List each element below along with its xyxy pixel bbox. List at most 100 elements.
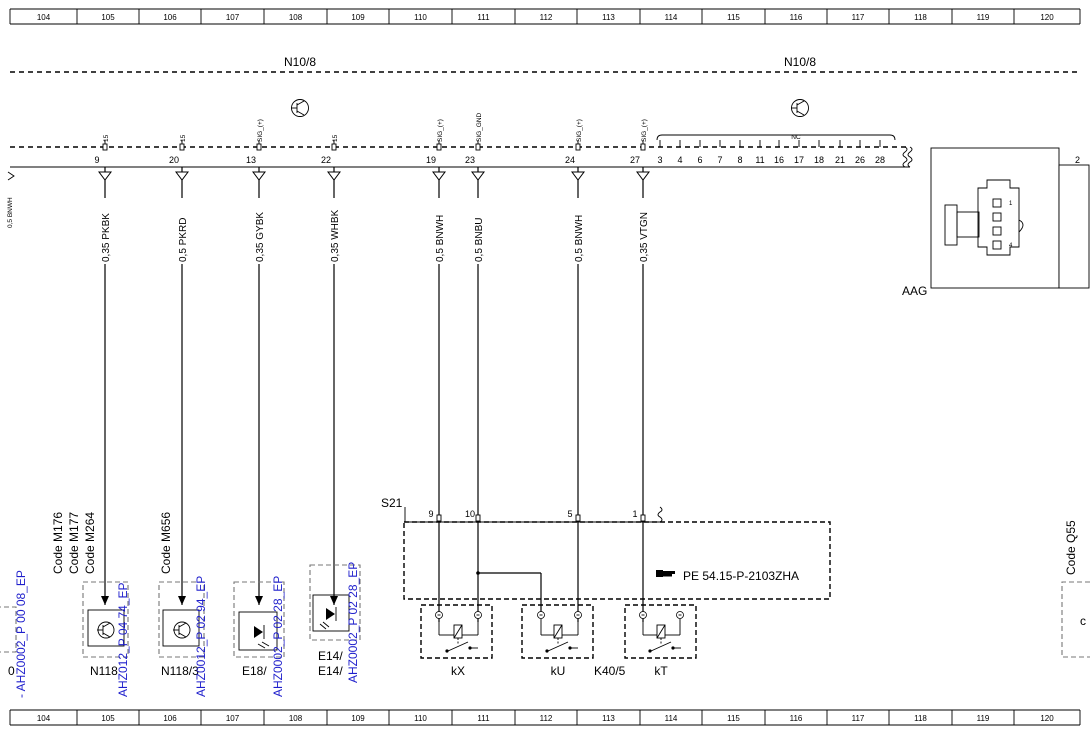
component-ref-link[interactable]: AHZ0002_P 02 28_EP: [346, 562, 360, 683]
ruler-number: 120: [1040, 13, 1054, 22]
component-n118: Code M176 Code M177 Code M264 N118 AHZ01…: [51, 512, 130, 697]
led-icon: [319, 607, 337, 630]
ruler-number: 107: [226, 714, 240, 723]
ruler-number: 113: [602, 13, 615, 22]
pin-number: 13: [246, 155, 256, 165]
code-line: Code M656: [159, 512, 173, 574]
nc-pin-number: 11: [755, 155, 764, 165]
ruler-number: 111: [477, 13, 490, 22]
relay-switch-icon: [435, 611, 482, 653]
nc-group: NC: [656, 134, 896, 141]
left-clip-ref[interactable]: - AHZ0002_P 00 08_EP: [14, 570, 28, 698]
connector-pin-right: 2: [1075, 155, 1080, 165]
ruler-number: 106: [163, 13, 177, 22]
nc-pin-number: 17: [794, 155, 804, 165]
pin-signal: SIG_(+): [641, 119, 648, 142]
connector-ref-label: AAG: [902, 284, 927, 298]
module-label-left: N10/8: [284, 55, 316, 69]
right-component: Code Q55 c: [1061, 520, 1090, 658]
connector-pin: SIG_(+) 27: [630, 119, 648, 165]
connector-picture: 1 4 2 AAG: [902, 147, 1090, 298]
switch-pin-number: 1: [632, 509, 637, 519]
pin-signal: 15: [103, 134, 110, 142]
transistor-icon: [791, 99, 809, 117]
ruler-number: 119: [977, 714, 990, 723]
switch-label: kU: [551, 664, 566, 678]
pin-number: 27: [630, 155, 640, 165]
ruler-number: 119: [977, 13, 990, 22]
relay-switch-icon: [537, 611, 582, 653]
ruler-number: 114: [665, 13, 678, 22]
nc-pin: 16: [774, 140, 784, 165]
reference-link[interactable]: PE 54.15-P-2103ZHA: [683, 569, 799, 583]
connector-pin: SIG_(+)13: [246, 119, 264, 165]
ruler-number: 105: [101, 13, 115, 22]
component-e14: E14/ E14/ AHZ0002_P 02 28_EP: [309, 562, 361, 683]
ruler-number: 110: [414, 714, 427, 723]
ruler-number: 111: [477, 714, 490, 723]
nc-pin: 4: [677, 140, 683, 165]
ruler-number: 116: [790, 13, 803, 22]
ruler-number: 113: [602, 714, 615, 723]
nc-pin: 26: [855, 140, 865, 165]
nc-pin: 21: [835, 140, 845, 165]
component-label: N118: [90, 664, 118, 678]
ruler-number: 107: [226, 13, 240, 22]
wire: 0,5 BNBU: [471, 167, 485, 622]
pin-number: 24: [565, 155, 575, 165]
wire: 0,5 BNWH: [432, 167, 446, 622]
component-ref-link[interactable]: AHZ012_P 04 74_EP: [116, 582, 130, 697]
wire-label: 0,5 BNWH: [435, 215, 446, 262]
ruler-number: 110: [414, 13, 427, 22]
nc-pin: 6: [697, 140, 703, 165]
code-line: Code M177: [67, 512, 81, 574]
nc-pin-number: 8: [737, 155, 742, 165]
component-ref-link[interactable]: AHZ0012_P 02 94_EP: [194, 576, 208, 697]
pin-signal: 15: [180, 134, 187, 142]
component-label: E14/: [318, 664, 343, 678]
module-label-right: N10/8: [784, 55, 816, 69]
led-icon: [254, 625, 270, 649]
nc-pin-number: 21: [835, 155, 845, 165]
connector-pin: 159: [94, 134, 110, 165]
switch-connector-label: S21: [381, 496, 403, 510]
component-ref-link[interactable]: AHZ0002_P 02 28_EP: [271, 576, 285, 697]
right-clip-text: c: [1080, 614, 1086, 628]
ruler-number: 104: [37, 13, 51, 22]
pin-signal: 15: [332, 134, 339, 142]
ruler-number: 108: [289, 714, 303, 723]
relay-switch-icon: [639, 611, 684, 653]
wire-label: 0,5 PKRD: [178, 218, 189, 262]
pin-signal: SIG_(+): [437, 119, 444, 142]
nc-pin-number: 4: [677, 155, 682, 165]
ruler-number: 118: [914, 13, 927, 22]
nc-pin: 18: [814, 140, 824, 165]
pin-number: 19: [426, 155, 436, 165]
wire-label: 0,5 BNBU: [474, 218, 485, 262]
pin-signal: SIG_GND: [476, 112, 483, 142]
switch-label: kX: [451, 664, 465, 678]
wire: 0,35 GYBK: [252, 167, 266, 605]
connector-pin-bottom: 4: [1009, 243, 1013, 249]
ruler-number: 108: [289, 13, 303, 22]
ruler-number: 112: [540, 13, 553, 22]
wire: 0,35 VTGN: [636, 167, 650, 622]
wire-label: 0,35 WHBK: [330, 209, 341, 262]
nc-pin-number: 7: [717, 155, 722, 165]
pin-number: 20: [169, 155, 179, 165]
transistor-icon: [97, 621, 115, 639]
connector-pin-top: 1: [1009, 201, 1013, 207]
nc-pin-number: 26: [855, 155, 865, 165]
ruler-number: 109: [351, 13, 365, 22]
component-e18: E18/ AHZ0002_P 02 28_EP: [233, 576, 285, 697]
ruler-number: 118: [914, 714, 927, 723]
left-block-label: 0: [8, 664, 15, 678]
ruler-number: 112: [540, 714, 553, 723]
nc-pin-number: 16: [774, 155, 784, 165]
switch-pin-number: 5: [567, 509, 572, 519]
switch-block: S21 PE 54.15-P-2103ZHA kX kU kT K40/5: [381, 496, 831, 678]
